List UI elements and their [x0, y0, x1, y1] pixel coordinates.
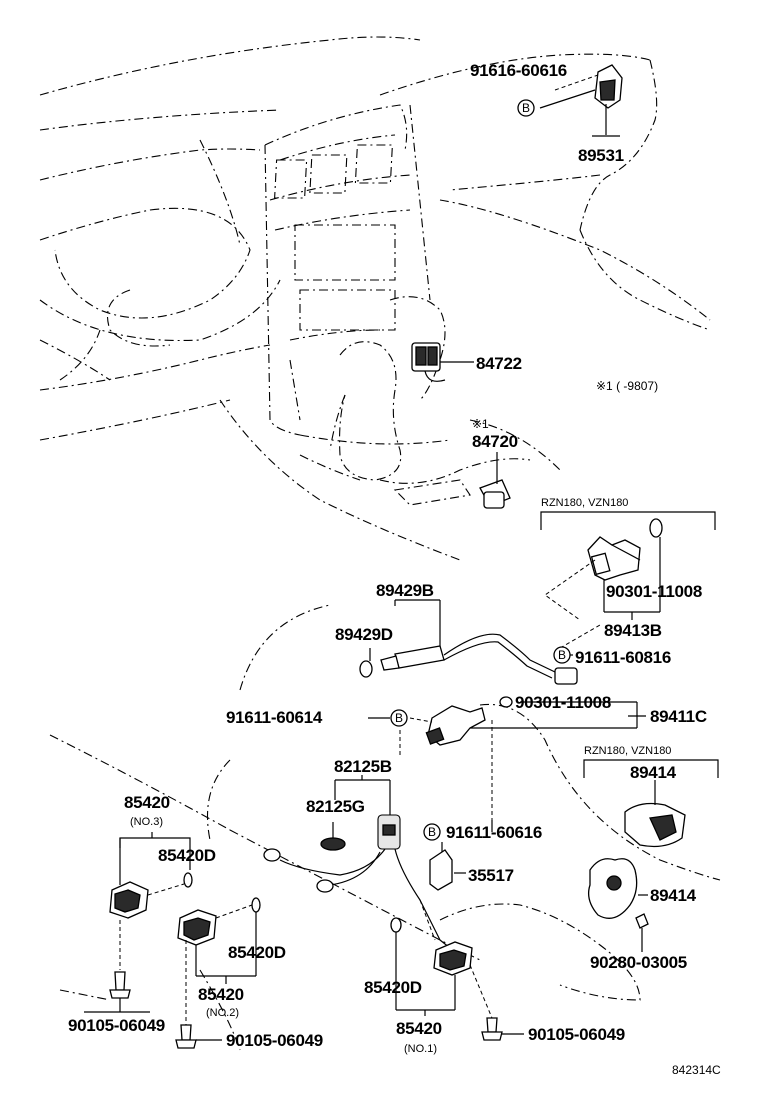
- label-91611-60816: 91611-60816: [575, 648, 671, 667]
- part-89411C-sensor: [368, 696, 646, 832]
- label-82125G: 82125G: [306, 797, 365, 816]
- part-85420-no1: [390, 917, 524, 1041]
- part-labels: 91616-60616 89531 84722 ※1 ( -9807) ※1 8…: [68, 61, 721, 1077]
- label-90280-03005: 90280-03005: [590, 953, 687, 972]
- shift-lever-boot: [299, 296, 531, 506]
- label-85420D-b: 85420D: [228, 943, 286, 962]
- bracket-rzn180-bottom: [583, 759, 719, 778]
- circle-b-text: B: [522, 101, 530, 115]
- label-85420-no2: 85420: [198, 985, 244, 1004]
- circle-b-marker-2: B: [553, 646, 571, 664]
- label-82125B: 82125B: [334, 757, 392, 776]
- label-89414-a: 89414: [630, 763, 677, 782]
- label-no3: (NO.3): [130, 816, 163, 828]
- label-85420-no1: 85420: [396, 1019, 442, 1038]
- part-82125B-harness: [263, 775, 451, 949]
- label-89429B: 89429B: [376, 581, 434, 600]
- label-89531: 89531: [578, 146, 624, 165]
- label-star-1: ※1: [472, 417, 489, 431]
- label-85420D-c: 85420D: [364, 978, 422, 997]
- note-1-range: ※1 ( -9807): [596, 379, 658, 393]
- label-90105-06049-c: 90105-06049: [528, 1025, 625, 1044]
- label-85420-no3: 85420: [124, 793, 170, 812]
- label-35517: 35517: [468, 866, 514, 885]
- leaders-top: [539, 74, 599, 109]
- label-no2: (NO.2): [206, 1007, 239, 1019]
- part-89531: [594, 64, 623, 135]
- label-90105-06049-b: 90105-06049: [226, 1031, 323, 1050]
- circle-b-text: B: [395, 711, 403, 725]
- label-90301-11008-a: 90301-11008: [606, 582, 702, 601]
- model-note-a: RZN180, VZN180: [541, 497, 628, 509]
- part-89414-b: [587, 858, 649, 952]
- part-35517-bracket: [429, 842, 466, 891]
- part-84722: [411, 342, 474, 382]
- circle-b-marker-1: B: [517, 99, 535, 117]
- circle-b-text: B: [428, 825, 436, 839]
- part-85420-no3: [109, 832, 193, 1012]
- label-89411C: 89411C: [650, 707, 707, 726]
- label-89414-b: 89414: [650, 886, 697, 905]
- part-89413B-sensor: [544, 518, 663, 621]
- label-89413B: 89413B: [604, 621, 662, 640]
- part-85420-no2: [175, 897, 261, 1049]
- label-no1: (NO.1): [404, 1043, 437, 1055]
- part-89429B-sensor: [359, 599, 601, 685]
- label-91616-60616: 91616-60616: [470, 61, 567, 80]
- circle-b-text: B: [558, 648, 566, 662]
- model-note-b: RZN180, VZN180: [584, 745, 671, 757]
- label-leaders: [84, 135, 620, 1013]
- label-90105-06049-a: 90105-06049: [68, 1016, 165, 1035]
- label-89429D: 89429D: [335, 625, 393, 644]
- label-91611-60616: 91611-60616: [446, 823, 542, 842]
- part-89414-a: [624, 780, 686, 848]
- label-85420D-a: 85420D: [158, 846, 216, 865]
- dashboard-outline: [39, 36, 711, 561]
- diagram-id: 842314C: [672, 1063, 721, 1077]
- label-84720: 84720: [472, 432, 518, 451]
- center-console: [264, 104, 451, 445]
- bracket-rzn180-top: [540, 511, 716, 530]
- label-91611-60614: 91611-60614: [226, 708, 323, 727]
- label-90301-11008-b: 90301-11008: [515, 693, 611, 712]
- label-84722: 84722: [476, 354, 522, 373]
- part-84720: [479, 452, 511, 509]
- circle-b-marker-3: B: [390, 709, 408, 727]
- circle-b-marker-4: B: [423, 823, 441, 841]
